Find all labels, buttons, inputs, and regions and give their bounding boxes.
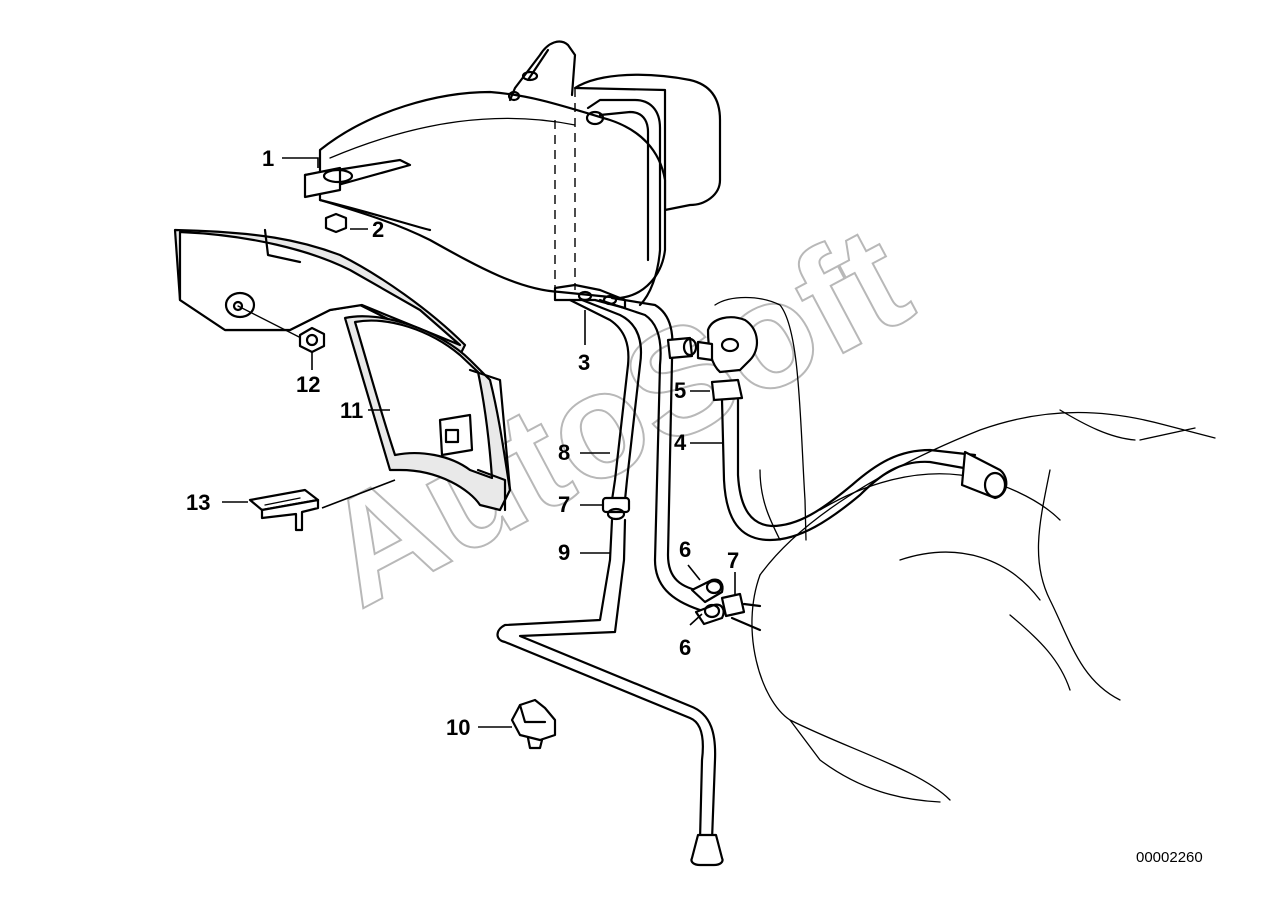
leader-lines	[222, 157, 736, 728]
document-number: 00002260	[1136, 849, 1203, 866]
callout-7a: 7	[558, 492, 570, 517]
callout-1: 1	[262, 146, 274, 171]
callout-3: 3	[578, 350, 590, 375]
callout-5: 5	[674, 378, 686, 403]
clip-10	[510, 698, 557, 750]
callout-4: 4	[674, 430, 687, 455]
callout-6b: 6	[679, 635, 691, 660]
fender-liner	[173, 228, 512, 512]
hose-4	[666, 316, 1008, 542]
filler-neck	[507, 40, 577, 102]
bolt-2	[324, 212, 348, 234]
bolt-12	[237, 305, 326, 354]
washer-hoses	[496, 296, 724, 867]
washer-reservoir	[303, 73, 722, 300]
top-hose	[585, 98, 662, 307]
callout-8: 8	[558, 440, 570, 465]
vehicle-body-panel	[714, 296, 1216, 803]
callout-6a: 6	[679, 537, 691, 562]
callout-7b: 7	[727, 548, 739, 573]
callout-2: 2	[372, 217, 384, 242]
callout-9: 9	[558, 540, 570, 565]
callout-13: 13	[186, 490, 210, 515]
nozzle-set	[690, 578, 762, 632]
callout-10: 10	[446, 715, 470, 740]
callout-12: 12	[296, 372, 320, 397]
callout-11: 11	[340, 398, 363, 423]
clip-13	[248, 479, 396, 532]
